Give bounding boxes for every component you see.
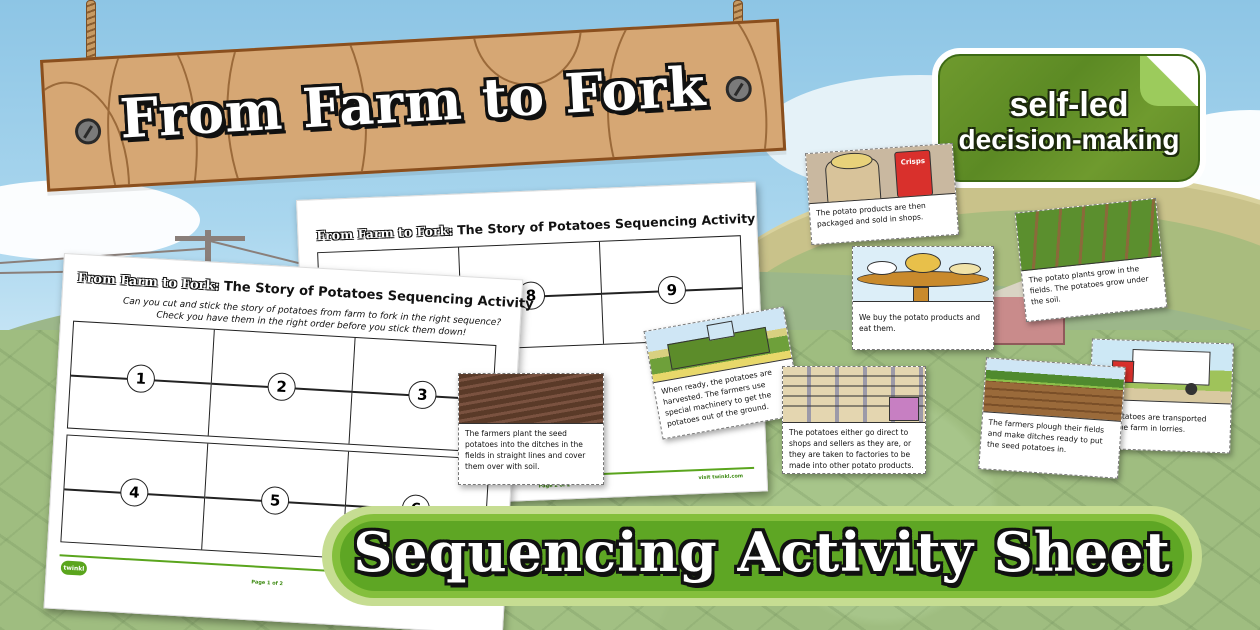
sequence-card-eat[interactable]: We buy the potato products and eat them.: [852, 246, 994, 350]
crisps-packet: Crisps: [894, 149, 934, 198]
soil-rows-image: [459, 374, 603, 424]
sequence-number: 3: [407, 380, 438, 410]
card-text: The potatoes either go direct to shops a…: [789, 428, 914, 470]
sequencing-banner: Sequencing Activity Sheet: [322, 506, 1202, 606]
sequence-card-plough[interactable]: The farmers plough their fields and make…: [978, 357, 1126, 479]
sequence-card-grow[interactable]: The potato plants grow in the fields. Th…: [1014, 197, 1168, 323]
lorry-trailer: [1131, 348, 1211, 386]
twinkl-logo: twinkl: [60, 560, 88, 576]
sequence-number: 9: [657, 275, 687, 305]
sequence-number: 1: [126, 363, 156, 394]
telegraph-pole-bar: [175, 236, 245, 241]
plate-chips: [949, 263, 981, 275]
card-text: The farmers plant the seed potatoes into…: [465, 429, 586, 471]
sequence-card-shops[interactable]: The potatoes either go direct to shops a…: [782, 366, 926, 474]
telegraph-pole: [205, 230, 211, 290]
sequence-card-plant[interactable]: The farmers plant the seed potatoes into…: [458, 373, 604, 485]
table-food-image: [853, 247, 993, 302]
banner-inner: [340, 521, 1184, 591]
freezer: [889, 397, 919, 421]
banner-title: Sequencing Activity Sheet: [353, 520, 1171, 584]
badge-line-1: self-led: [1009, 86, 1129, 124]
skill-badge: self-led decision-making: [932, 48, 1206, 188]
table-leg: [913, 287, 929, 301]
sequence-cell: 2: [208, 329, 356, 444]
sequence-row: 1 2 3: [66, 320, 497, 453]
worksheet-title-highlight: From Farm to Fork:: [316, 222, 454, 244]
skill-badge-fill: self-led decision-making: [938, 54, 1200, 182]
potato-sack-crisps-image: Crisps: [806, 144, 956, 205]
plate-roast-potatoes: [905, 253, 941, 273]
badge-line-2: decision-making: [958, 124, 1180, 155]
sequence-card-packaged[interactable]: Crisps The potato products are then pack…: [804, 142, 960, 246]
cloud: [0, 180, 200, 260]
footer-page-number: Page 1 of 2: [251, 579, 284, 588]
crisps-label: Crisps: [900, 156, 926, 167]
sequence-number: 4: [119, 477, 150, 508]
sequence-cell: 1: [67, 321, 215, 436]
lorry-wheel: [1185, 382, 1198, 396]
supermarket-image: [783, 367, 925, 423]
sequence-number: 5: [260, 485, 290, 516]
worksheet-title-rest: The Story of Potatoes Sequencing Activit…: [452, 210, 756, 238]
footer-site: visit twinkl.com: [698, 473, 744, 482]
plate-jacket-potato: [867, 261, 897, 275]
sequence-cell: 4: [61, 435, 209, 550]
card-text: We buy the potato products and eat them.: [859, 313, 981, 333]
page-curl-icon: [1140, 56, 1198, 106]
ploughed-field-image: [983, 358, 1125, 422]
sequence-number: 2: [266, 371, 297, 402]
worksheet-title-highlight: From Farm to Fork:: [77, 270, 220, 294]
